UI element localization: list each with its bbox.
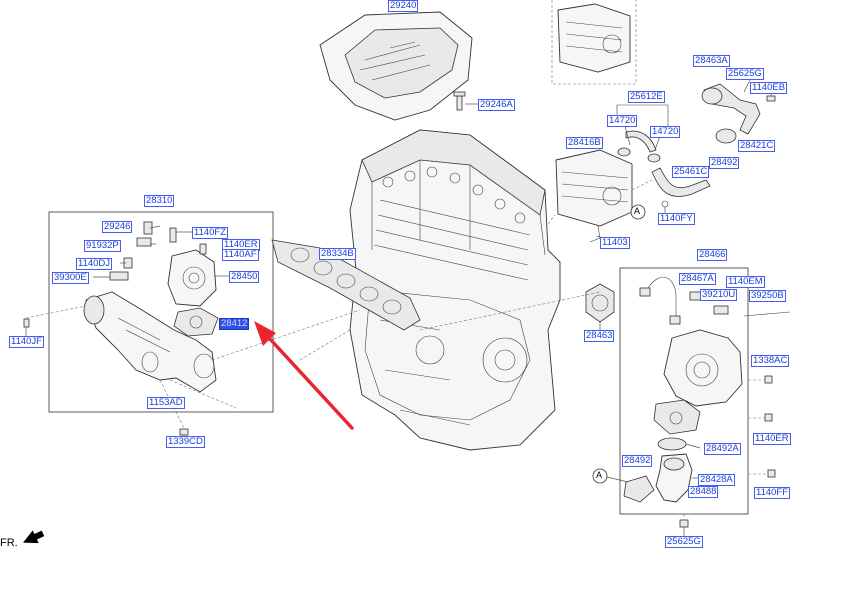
sensor-parts — [93, 221, 207, 281]
engine-cover — [319, 3, 473, 121]
label-1140FZ[interactable]: 1140FZ — [192, 227, 229, 239]
label-28428A[interactable]: 28428A — [698, 474, 735, 486]
throttle-body-28450 — [167, 249, 230, 307]
label-1140AF[interactable]: 1140AF — [222, 249, 259, 261]
group-box-28310 — [48, 211, 274, 413]
engine-block — [349, 129, 561, 451]
label-1338AC[interactable]: 1338AC — [751, 355, 790, 367]
label-28467A[interactable]: 28467A — [679, 273, 716, 285]
label-39300E[interactable]: 39300E — [52, 272, 89, 284]
label-25625G[interactable]: 25625G — [726, 68, 764, 80]
bolts-right — [679, 375, 776, 536]
label-28416B[interactable]: 28416B — [566, 137, 603, 149]
label-1140JF[interactable]: 1140JF — [9, 336, 44, 348]
label-29246A[interactable]: 29246A — [478, 99, 515, 111]
callout-circle-a1 — [630, 204, 646, 220]
label-28466[interactable]: 28466 — [697, 249, 728, 261]
orientation-label: FR. — [0, 537, 18, 549]
egr-valve — [653, 329, 743, 435]
label-28492A[interactable]: 28492A — [704, 443, 741, 455]
label-29240[interactable]: 29240 — [388, 0, 419, 12]
label-28463[interactable]: 28463 — [584, 330, 615, 342]
bolt-1140JF — [23, 318, 30, 336]
label-91932P[interactable]: 91932P — [84, 240, 121, 252]
label-28463A[interactable]: 28463A — [693, 55, 730, 67]
group-box-top-dashed — [551, 0, 637, 85]
label-28412-highlighted[interactable]: 28412 — [219, 318, 250, 330]
label-28488[interactable]: 28488 — [688, 486, 719, 498]
label-39210U[interactable]: 39210U — [700, 289, 738, 301]
label-25612E[interactable]: 25612E — [628, 91, 665, 103]
label-28492-lower[interactable]: 28492 — [622, 455, 653, 467]
egr-cooler — [555, 149, 633, 243]
egr-cooler-top — [557, 3, 631, 73]
egr-pipe-right — [701, 79, 776, 144]
label-25461C[interactable]: 25461C — [672, 166, 710, 178]
label-1140DJ[interactable]: 1140DJ — [76, 258, 113, 270]
stud-29246A — [453, 91, 478, 111]
label-14720-a[interactable]: 14720 — [607, 115, 638, 127]
label-1153AD[interactable]: 1153AD — [147, 397, 185, 409]
leader-lines-center — [299, 179, 653, 361]
gasket-28412 — [173, 307, 219, 337]
label-1140EM[interactable]: 1140EM — [726, 276, 765, 288]
label-28334B[interactable]: 28334B — [319, 248, 356, 260]
gasket-28492A — [657, 437, 701, 451]
label-25625G-lower[interactable]: 25625G — [665, 536, 703, 548]
hose-clamps-14720 — [617, 125, 661, 163]
label-28492-upper[interactable]: 28492 — [709, 157, 740, 169]
label-39250B[interactable]: 39250B — [749, 290, 786, 302]
label-11403[interactable]: 11403 — [600, 237, 630, 249]
label-28310[interactable]: 28310 — [144, 195, 175, 207]
label-28450[interactable]: 28450 — [229, 271, 260, 283]
gasket-28463 — [585, 283, 615, 330]
label-1140FY[interactable]: 1140FY — [658, 213, 695, 225]
label-1140ER-right[interactable]: 1140ER — [753, 433, 791, 445]
label-14720-b[interactable]: 14720 — [650, 126, 681, 138]
label-1339CD[interactable]: 1339CD — [166, 436, 205, 448]
label-29246[interactable]: 29246 — [102, 221, 133, 233]
label-1140FF[interactable]: 1140FF — [754, 487, 791, 499]
egr-pipe-upper — [651, 167, 711, 214]
pointer-arrow — [254, 321, 354, 430]
callout-circle-a2 — [592, 468, 629, 484]
label-1140EB[interactable]: 1140EB — [750, 82, 788, 94]
egr-sensor-harness — [639, 276, 791, 325]
label-28421C[interactable]: 28421C — [738, 140, 776, 152]
arrow-icon — [23, 530, 45, 544]
callout-a1-text: A — [634, 206, 641, 216]
pipe-28428A — [623, 453, 698, 503]
callout-a2-text: A — [596, 470, 603, 480]
intake-pipe — [83, 291, 217, 393]
